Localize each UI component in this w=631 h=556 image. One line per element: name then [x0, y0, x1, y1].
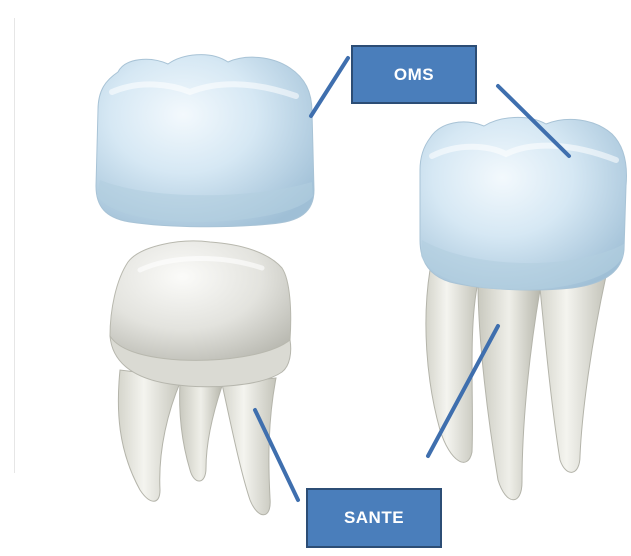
label-sante-text: SANTE	[344, 508, 404, 528]
loose-crown	[96, 55, 314, 227]
label-box-sante: SANTE	[306, 488, 442, 548]
leader-line-oms-left	[311, 58, 348, 116]
prepared-tooth	[110, 241, 291, 515]
label-box-oms: OMS	[351, 45, 477, 104]
label-oms-text: OMS	[394, 65, 434, 85]
crowned-tooth	[420, 117, 626, 499]
